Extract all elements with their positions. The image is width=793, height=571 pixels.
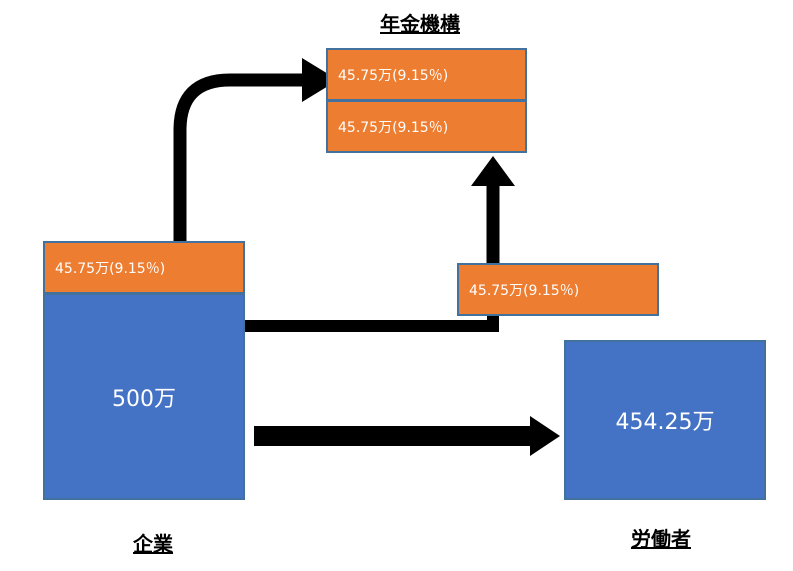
arrow-company-to-worker-contribution [245, 316, 499, 332]
pension-entry-1: 45.75万(9.15％) [326, 48, 527, 101]
arrow-head-contribution-to-pension [471, 156, 515, 186]
worker-net-label: 454.25万 [615, 410, 715, 435]
worker-net-box: 454.25万 [564, 340, 766, 500]
company-title: 企業 [133, 532, 173, 556]
company-total-label: 500万 [112, 386, 176, 412]
company-total-box: 500万 [43, 293, 245, 500]
worker-title: 労働者 [631, 527, 691, 551]
pension-entry-1-label: 45.75万(9.15％) [338, 67, 449, 84]
company-contribution-box: 45.75万(9.15％) [43, 241, 245, 294]
pension-entry-2-label: 45.75万(9.15％) [338, 119, 449, 136]
arrow-head-company-to-pension [302, 58, 338, 102]
worker-contribution-box: 45.75万(9.15％) [457, 263, 659, 316]
arrow-head-company-to-worker [530, 416, 560, 456]
pension-org-title: 年金機構 [380, 12, 460, 36]
arrow-company-to-pension [173, 73, 304, 242]
pension-entry-2: 45.75万(9.15％) [326, 100, 527, 153]
company-contribution-label: 45.75万(9.15％) [55, 260, 166, 277]
worker-contribution-label: 45.75万(9.15％) [469, 282, 580, 299]
